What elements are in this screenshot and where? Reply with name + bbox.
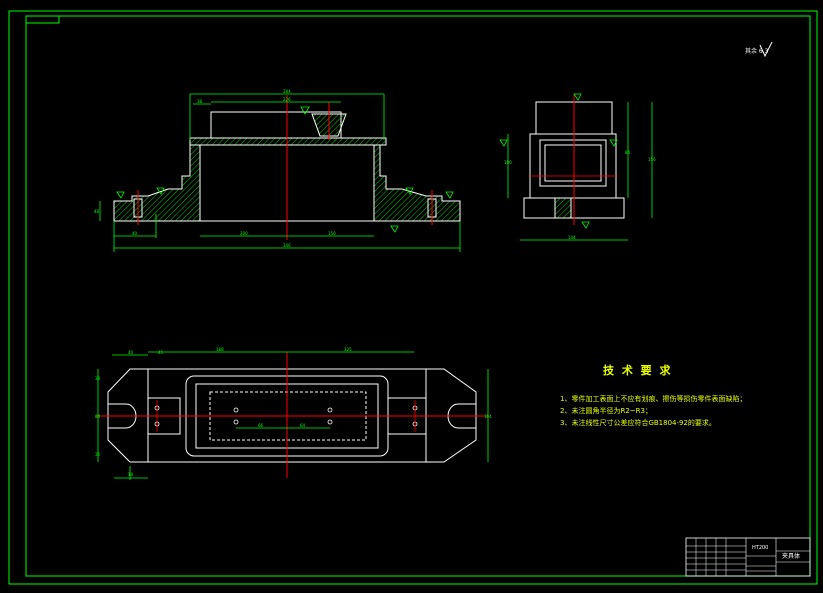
roughness-mark: 其余 6.3 <box>745 41 773 58</box>
dim-plan-left-a: 40 <box>128 350 134 355</box>
title-block-material: HT200 <box>752 545 768 551</box>
dim-plan-bottom-left: 18 <box>128 472 134 477</box>
technical-requirement-1: 1、零件加工表面上不应有划痕、擦伤等损伤零件表面缺陷； <box>560 395 747 403</box>
dim-plan-left-b: 45 <box>158 350 164 355</box>
technical-requirement-3: 3、未注线性尺寸公差应符合GB1804-92的要求。 <box>560 419 716 427</box>
dim-front-top-inner: 226 <box>283 97 291 102</box>
dim-side-b: 84 <box>625 150 631 155</box>
dim-side-a: 100 <box>504 160 512 165</box>
dim-front-top-left: 38 <box>197 99 203 104</box>
dim-plan-right: 104 <box>484 414 492 419</box>
dim-plan-mid-a: 66 <box>258 423 264 428</box>
inner-frame <box>25 15 811 577</box>
plan-outline <box>107 368 477 463</box>
dim-side-bottom: 144 <box>568 235 576 240</box>
dim-plan-height-b: 84 <box>95 414 101 419</box>
front-left-base <box>113 144 201 222</box>
dim-plan-mid-b: 64 <box>300 423 306 428</box>
side-window-outer <box>539 139 607 187</box>
side-window-inner <box>544 144 602 182</box>
svg-text:其余 6.3: 其余 6.3 <box>745 47 769 55</box>
technical-requirement-2: 2、未注圆角半径为R2~R3； <box>560 407 652 415</box>
plan-view: 188 325 40 45 66 64 38 84 36 104 18 <box>95 347 492 480</box>
dim-front-bottom-left: 200 <box>240 231 248 236</box>
side-body <box>529 133 617 199</box>
dim-plan-overall-b: 325 <box>344 347 352 352</box>
corner-label-box <box>25 15 60 24</box>
dim-front-left-height: 48 <box>94 209 100 214</box>
dim-front-top-overall: 284 <box>283 89 291 94</box>
dim-plan-height-c: 36 <box>95 452 101 457</box>
dim-plan-height-a: 38 <box>95 376 101 381</box>
side-base-hatch <box>554 197 572 219</box>
front-right-base <box>373 144 461 222</box>
dim-front-bottom-overall: 346 <box>283 243 291 248</box>
front-top-plate <box>189 137 387 146</box>
side-view: 100 84 156 144 <box>499 93 656 241</box>
dim-side-c: 156 <box>648 157 656 162</box>
title-block: HT200 夹具体 <box>685 537 811 577</box>
dim-front-left-bottom: 40 <box>132 231 138 236</box>
outer-frame <box>8 10 818 585</box>
title-block-name: 夹具体 <box>782 552 800 560</box>
front-view: 284 226 38 48 40 200 150 346 <box>94 89 461 252</box>
technical-requirements-title: 技 术 要 求 <box>603 364 673 377</box>
dim-front-bottom-right: 150 <box>328 231 336 236</box>
dim-plan-overall-a: 188 <box>216 347 224 352</box>
